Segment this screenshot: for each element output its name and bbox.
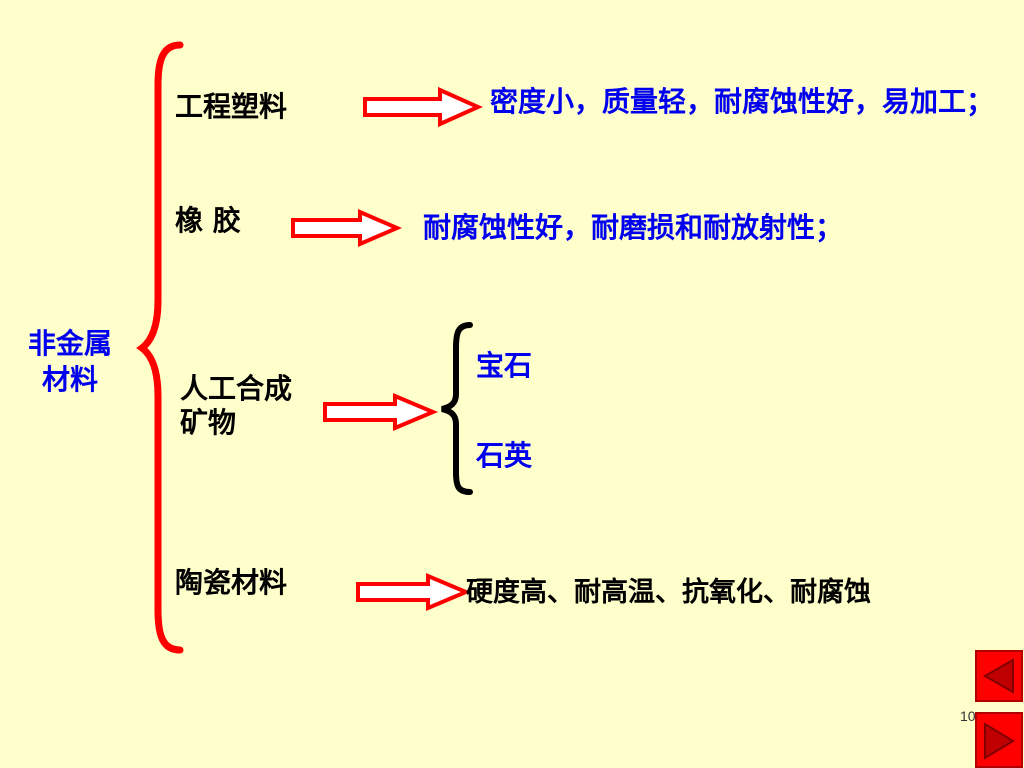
main-brace bbox=[136, 41, 184, 654]
category-ceramics: 陶瓷材料 bbox=[175, 566, 288, 599]
category-minerals: 人工合成 矿物 bbox=[180, 372, 292, 440]
sub-item-quartz: 石英 bbox=[476, 439, 533, 472]
sub-brace bbox=[441, 322, 473, 495]
next-slide-button[interactable] bbox=[975, 712, 1023, 768]
triangle-left-icon bbox=[975, 650, 1023, 702]
category-minerals-line2: 矿物 bbox=[180, 406, 237, 439]
root-label: 非金属 材料 bbox=[18, 326, 122, 398]
description-rubber: 耐腐蚀性好，耐磨损和耐放射性； bbox=[423, 211, 844, 244]
arrow-minerals bbox=[323, 392, 439, 432]
arrow-rubber bbox=[291, 208, 403, 248]
description-plastics: 密度小，质量轻，耐腐蚀性好，易加工； bbox=[490, 85, 995, 118]
root-label-line2: 材料 bbox=[41, 363, 98, 396]
page-number: 10 bbox=[960, 708, 976, 724]
root-label-line1: 非金属 bbox=[27, 327, 112, 360]
category-rubber: 橡 胶 bbox=[175, 204, 241, 237]
triangle-right-icon bbox=[975, 712, 1023, 768]
description-ceramics: 硬度高、耐高温、抗氧化、耐腐蚀 bbox=[466, 577, 871, 608]
prev-slide-button[interactable] bbox=[975, 650, 1023, 702]
category-minerals-line1: 人工合成 bbox=[180, 372, 293, 405]
category-plastics: 工程塑料 bbox=[175, 90, 288, 123]
arrow-plastics bbox=[363, 86, 483, 128]
arrow-ceramics bbox=[356, 572, 472, 612]
sub-item-gem: 宝石 bbox=[476, 349, 533, 382]
